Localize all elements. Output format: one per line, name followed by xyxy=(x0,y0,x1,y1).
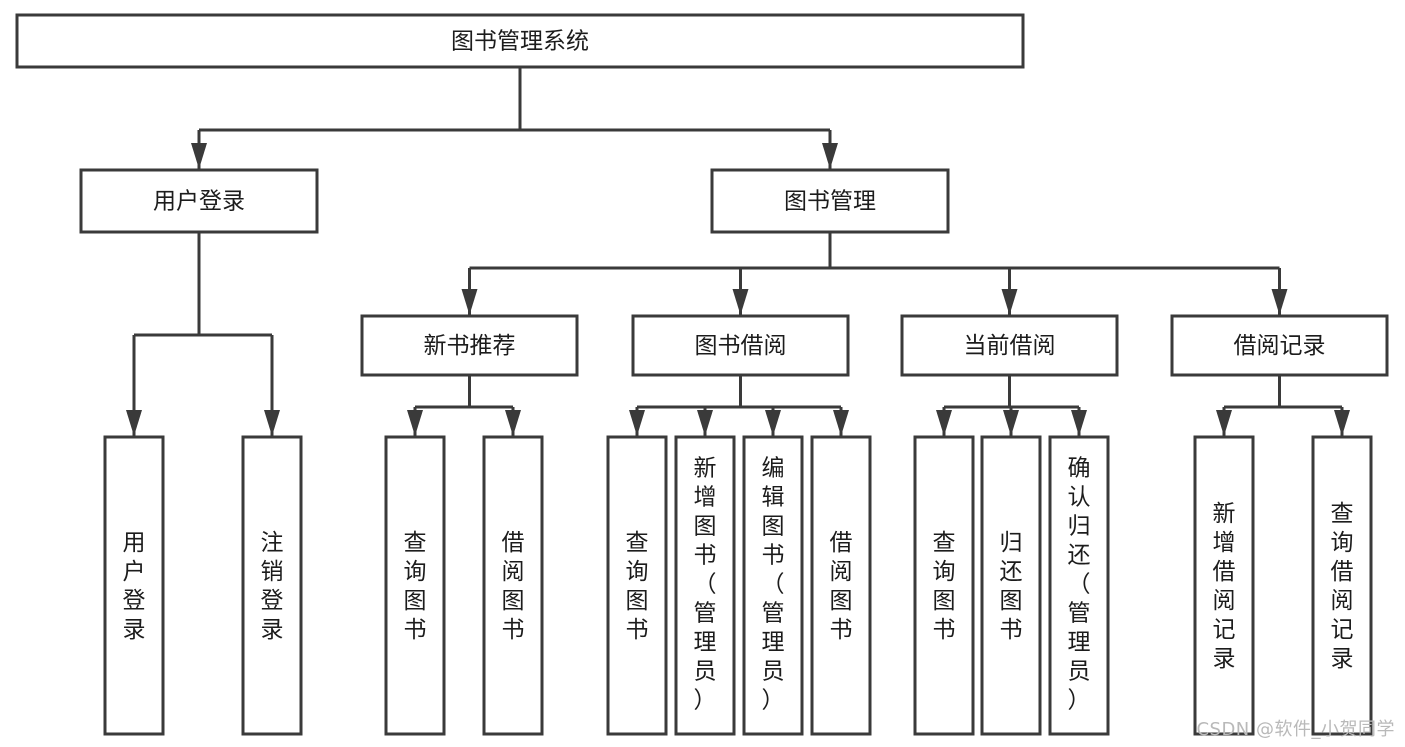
node-root[interactable]: 图书管理系统 xyxy=(15,13,1025,69)
node-label: 用户登录 xyxy=(153,189,245,215)
arrow-head-icon xyxy=(1071,410,1087,436)
node-box xyxy=(241,435,303,736)
node-box xyxy=(810,435,872,736)
node-label: 注销登录 xyxy=(261,530,284,643)
node-leaf-query-record[interactable]: 查询借阅记录 xyxy=(1311,435,1373,736)
node-label: 编辑图书（管理员） xyxy=(762,456,785,714)
node-leaf-confirm-return[interactable]: 确认归还（管理员） xyxy=(1048,435,1110,736)
arrow-head-icon xyxy=(1271,289,1288,315)
node-leaf-user-login[interactable]: 用户登录 xyxy=(103,435,165,736)
node-box xyxy=(1048,435,1110,736)
node-new-book-recommend[interactable]: 新书推荐 xyxy=(360,314,579,377)
node-label: 图书借阅 xyxy=(695,333,787,359)
node-label: 新增图书（管理员） xyxy=(694,456,717,714)
node-box xyxy=(1311,435,1373,736)
node-label: 查询图书 xyxy=(933,530,956,643)
node-box xyxy=(15,13,1025,69)
node-current-borrow[interactable]: 当前借阅 xyxy=(900,314,1119,377)
node-label: 查询图书 xyxy=(626,530,649,643)
node-label: 确认归还（管理员） xyxy=(1068,456,1091,714)
node-label: 新书推荐 xyxy=(424,333,516,359)
arrow-head-icon xyxy=(191,143,207,169)
arrow-head-icon xyxy=(629,410,645,436)
arrow-head-icon xyxy=(264,410,280,436)
node-label: 图书管理系统 xyxy=(451,29,589,55)
node-leaf-query-book-cb[interactable]: 查询图书 xyxy=(913,435,975,736)
node-box xyxy=(742,435,804,736)
node-leaf-borrow-book-bb[interactable]: 借阅图书 xyxy=(810,435,872,736)
node-label: 借阅图书 xyxy=(502,530,525,643)
node-leaf-borrow-book-rec[interactable]: 借阅图书 xyxy=(482,435,544,736)
arrow-head-icon xyxy=(1334,410,1350,436)
node-leaf-logout[interactable]: 注销登录 xyxy=(241,435,303,736)
node-label: 借阅图书 xyxy=(830,530,853,643)
node-label: 当前借阅 xyxy=(964,333,1056,359)
arrow-head-icon xyxy=(697,410,713,436)
node-leaf-add-book[interactable]: 新增图书（管理员） xyxy=(674,435,736,736)
arrow-head-icon xyxy=(407,410,423,436)
node-leaf-add-record[interactable]: 新增借阅记录 xyxy=(1193,435,1255,736)
node-box xyxy=(980,435,1042,736)
node-box xyxy=(482,435,544,736)
node-box xyxy=(360,314,579,377)
node-leaf-return-book[interactable]: 归还图书 xyxy=(980,435,1042,736)
node-box xyxy=(913,435,975,736)
arrow-head-icon xyxy=(833,410,849,436)
arrow-head-icon xyxy=(1001,289,1018,315)
node-book-borrow[interactable]: 图书借阅 xyxy=(631,314,850,377)
node-label: 借阅记录 xyxy=(1234,333,1326,359)
arrow-head-icon xyxy=(936,410,952,436)
node-box xyxy=(606,435,668,736)
arrow-head-icon xyxy=(732,289,749,315)
node-box xyxy=(384,435,446,736)
node-borrow-record[interactable]: 借阅记录 xyxy=(1170,314,1389,377)
connector-layer xyxy=(126,67,1350,436)
node-label: 新增借阅记录 xyxy=(1213,501,1236,672)
node-box xyxy=(1193,435,1255,736)
node-label: 归还图书 xyxy=(1000,530,1023,643)
node-box xyxy=(103,435,165,736)
arrow-head-icon xyxy=(505,410,521,436)
node-box xyxy=(1170,314,1389,377)
node-user-login[interactable]: 用户登录 xyxy=(79,168,319,234)
node-leaf-query-book-rec[interactable]: 查询图书 xyxy=(384,435,446,736)
node-leaf-query-book-bb[interactable]: 查询图书 xyxy=(606,435,668,736)
arrow-head-icon xyxy=(126,410,142,436)
node-box xyxy=(674,435,736,736)
node-box xyxy=(79,168,319,234)
node-label: 用户登录 xyxy=(123,530,146,643)
node-layer: 图书管理系统用户登录图书管理新书推荐图书借阅当前借阅借阅记录用户登录注销登录查询… xyxy=(15,13,1389,736)
arrow-head-icon xyxy=(461,289,478,315)
arrow-head-icon xyxy=(1003,410,1019,436)
node-box xyxy=(710,168,950,234)
arrow-head-icon xyxy=(822,143,838,169)
arrow-head-icon xyxy=(1216,410,1232,436)
node-box xyxy=(900,314,1119,377)
node-label: 查询图书 xyxy=(404,530,427,643)
node-leaf-edit-book[interactable]: 编辑图书（管理员） xyxy=(742,435,804,736)
node-label: 图书管理 xyxy=(784,189,876,215)
node-label: 查询借阅记录 xyxy=(1331,501,1354,672)
node-box xyxy=(631,314,850,377)
csdn-watermark: CSDN @软件_小贺同学 xyxy=(1196,719,1395,740)
node-book-manage[interactable]: 图书管理 xyxy=(710,168,950,234)
arrow-head-icon xyxy=(765,410,781,436)
